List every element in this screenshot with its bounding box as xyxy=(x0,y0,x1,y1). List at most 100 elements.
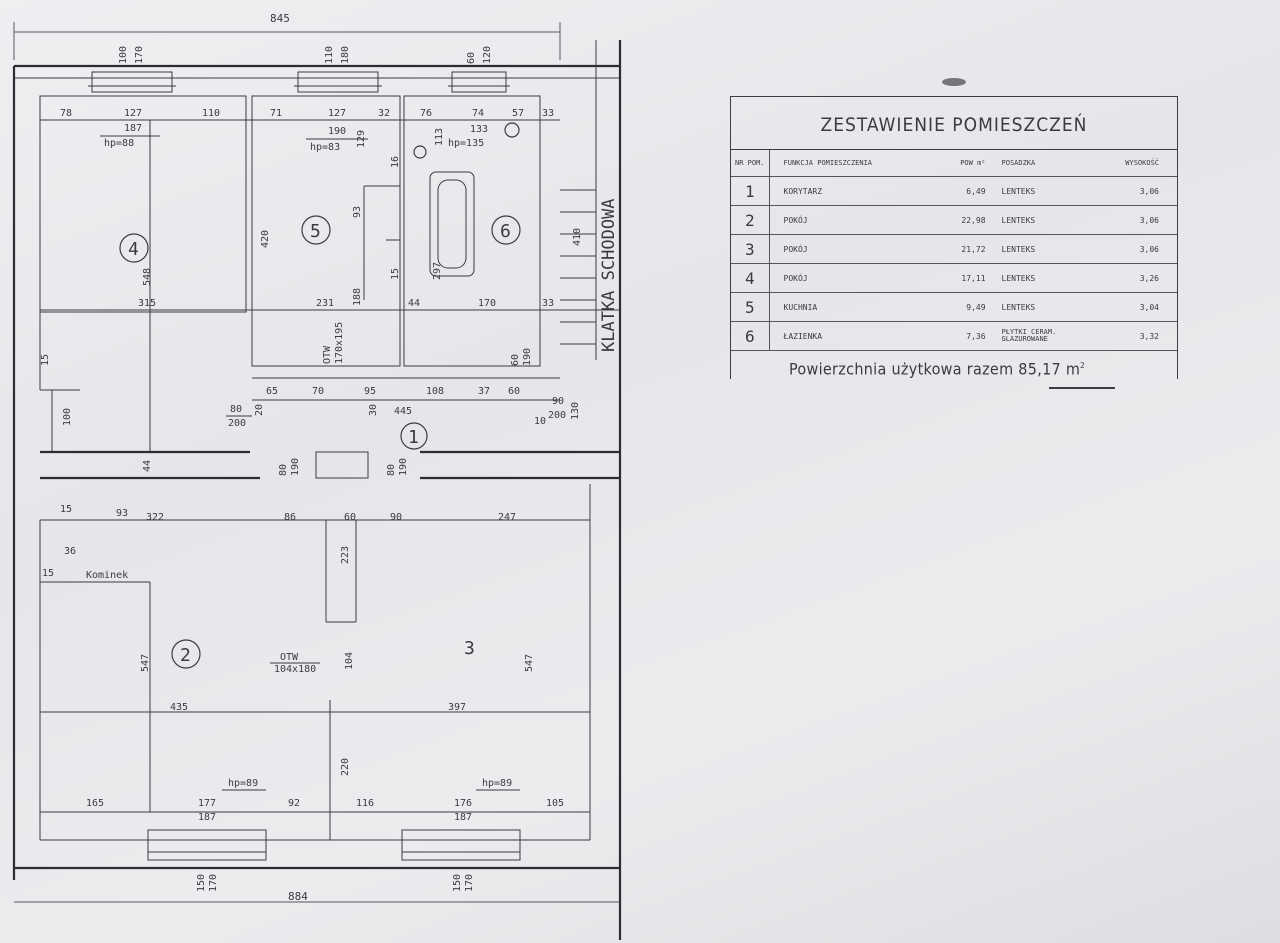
dim-r4c: 110 xyxy=(202,108,220,119)
dim-d70: 70 xyxy=(312,386,324,397)
row-height: 3,26 xyxy=(1105,263,1177,293)
dim-r4d: 187 xyxy=(124,123,142,134)
room-schedule-table: ZESTAWIENIE POMIESZCZEŃ NR POM. FUNKCJA … xyxy=(730,96,1178,389)
dim-b187b: 187 xyxy=(454,812,472,823)
dim-r5h: 420 xyxy=(260,230,271,248)
dim-s170b: 170 xyxy=(464,874,475,892)
dim-dv190b: 190 xyxy=(398,458,409,476)
dim-r5a: 71 xyxy=(270,108,282,119)
dim-b6b: 170 xyxy=(478,298,496,309)
row-no: 3 xyxy=(731,234,770,264)
dim-r4h: 548 xyxy=(142,268,153,286)
dim-s150a: 150 xyxy=(196,874,207,892)
dim-h547b: 547 xyxy=(524,654,535,672)
total-area: Powierzchnia użytkowa razem 85,17 m2 xyxy=(731,351,1177,389)
dim-r5d: 190 xyxy=(328,126,346,137)
dim-dv80a: 80 xyxy=(278,464,289,476)
dim-d65: 65 xyxy=(266,386,278,397)
dim-dv190a: 190 xyxy=(290,458,301,476)
dim-r6a: 76 xyxy=(420,108,432,119)
dim-d37: 37 xyxy=(478,386,490,397)
row-area: 6,49 xyxy=(937,176,998,206)
dim-d80: 80 xyxy=(230,404,242,415)
row-height: 3,06 xyxy=(1105,234,1177,264)
dim-d44: 44 xyxy=(142,460,153,472)
dim-a322: 322 xyxy=(146,512,164,523)
row-function: POKÓJ xyxy=(769,205,938,235)
dim-d60: 60 xyxy=(508,386,520,397)
otw1-label: OTW xyxy=(322,345,333,364)
table-header-row: NR POM. FUNKCJA POMIESZCZENIA POW m² POS… xyxy=(731,150,1177,177)
row-no: 5 xyxy=(731,292,770,322)
row-floor: LENTEKS xyxy=(997,263,1106,293)
dim-r5e: 129 xyxy=(356,130,367,148)
dim-b177: 177 xyxy=(198,798,216,809)
dim-r6b: 74 xyxy=(472,108,484,119)
room-number-2: 2 xyxy=(180,645,191,666)
dim-d200: 200 xyxy=(228,418,246,429)
dim-r6h: 297 xyxy=(432,262,443,280)
dim-b4: 315 xyxy=(138,298,156,309)
dim-b92: 92 xyxy=(288,798,300,809)
otw2-label: OTW xyxy=(280,652,299,663)
dim-d100: 100 xyxy=(62,408,73,426)
dim-w1a: 100 xyxy=(118,46,129,64)
dim-r5v2: 15 xyxy=(390,268,401,280)
floor-plan: 845 100 170 110 180 60 120 78 127 110 18… xyxy=(12,12,622,940)
row-height: 3,32 xyxy=(1105,321,1177,351)
dim-r6c: 57 xyxy=(512,108,524,119)
dim-d20: 20 xyxy=(254,404,265,416)
table-row: 6 ŁAZIENKA 7,36 PŁYTKI CERAM. GLAZUROWAN… xyxy=(731,321,1177,351)
ink-smudge xyxy=(942,78,966,86)
dim-w2a: 110 xyxy=(324,46,335,64)
total-underline xyxy=(1049,387,1115,389)
dim-b116: 116 xyxy=(356,798,374,809)
hp-r4: hp=88 xyxy=(104,138,134,149)
dim-b165: 165 xyxy=(86,798,104,809)
dim-b5: 231 xyxy=(316,298,334,309)
dim-b6c: 33 xyxy=(542,298,554,309)
dim-r5x: 16 xyxy=(390,156,401,168)
dim-r6e: 133 xyxy=(470,124,488,135)
dim-r6f: 113 xyxy=(434,128,445,146)
dim-total-width: 845 xyxy=(270,12,290,25)
table-row: 5 KUCHNIA 9,49 LENTEKS 3,04 xyxy=(731,292,1177,322)
dim-r5c: 32 xyxy=(378,108,390,119)
dim-d200b: 200 xyxy=(548,410,566,421)
dim-d108: 108 xyxy=(426,386,444,397)
row-area: 17,11 xyxy=(937,263,998,293)
dim-b176: 176 xyxy=(454,798,472,809)
dim-w3b: 120 xyxy=(482,46,493,64)
room-number-5: 5 xyxy=(310,221,321,242)
dim-dv80b: 80 xyxy=(386,464,397,476)
hp-lower-2: hp=89 xyxy=(482,778,512,789)
dim-total-bottom: 884 xyxy=(288,890,308,903)
dim-s150b: 150 xyxy=(452,874,463,892)
dim-r5v3: 188 xyxy=(352,288,363,306)
row-area: 9,49 xyxy=(937,292,998,322)
row-no: 1 xyxy=(731,176,770,206)
room-number-1: 1 xyxy=(408,427,419,448)
dim-b187: 187 xyxy=(198,812,216,823)
room-number-6: 6 xyxy=(500,221,511,242)
kominek-label: Kominek xyxy=(86,570,128,581)
table-row: 2 POKÓJ 22,98 LENTEKS 3,06 xyxy=(731,205,1177,235)
header-function: FUNKCJA POMIESZCZENIA xyxy=(769,150,938,177)
dim-a247: 247 xyxy=(498,512,516,523)
total-area-text: Powierzchnia użytkowa razem 85,17 m xyxy=(789,359,1081,379)
dim-a86: 86 xyxy=(284,512,296,523)
row-height: 3,04 xyxy=(1105,292,1177,322)
dim-a60: 60 xyxy=(344,512,356,523)
row-no: 4 xyxy=(731,263,770,293)
row-height: 3,06 xyxy=(1105,176,1177,206)
row-floor: PŁYTKI CERAM. GLAZUROWANE xyxy=(997,321,1106,351)
total-area-sup: 2 xyxy=(1080,361,1086,370)
row-floor: LENTEKS xyxy=(997,234,1106,264)
header-floor: POSADZKA xyxy=(997,150,1106,177)
room-number-4: 4 xyxy=(128,239,139,260)
header-area: POW m² xyxy=(937,150,998,177)
table-row: 1 KORYTARZ 6,49 LENTEKS 3,06 xyxy=(731,176,1177,206)
otw2-size: 104x180 xyxy=(274,664,316,675)
dim-d95: 95 xyxy=(364,386,376,397)
dim-w3a: 60 xyxy=(466,52,477,64)
